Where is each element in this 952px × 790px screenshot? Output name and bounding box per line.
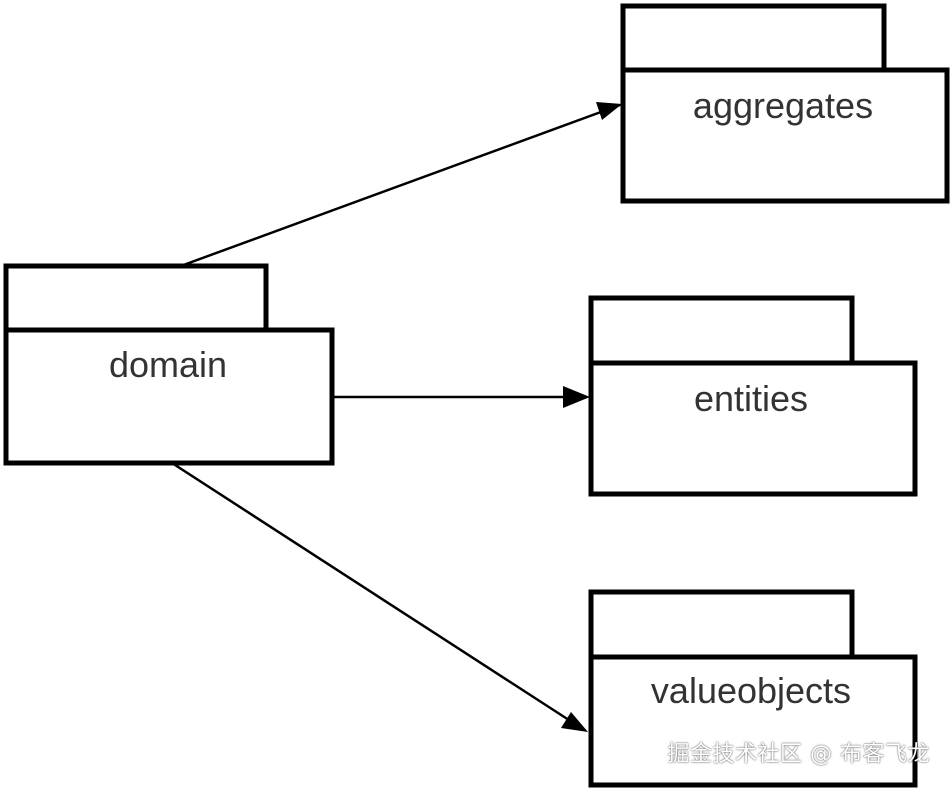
package-entities: entities [588,295,918,497]
package-body [3,327,335,466]
arrowhead-entities [563,386,590,408]
package-label-valueobjects: valueobjects [651,670,851,711]
package-tab [588,589,855,660]
package-body [620,67,950,204]
edge-domain-to-valueobjects [171,461,573,724]
package-body [588,360,918,497]
package-label-aggregates: aggregates [693,85,873,126]
edge-domain-to-aggregates [177,103,621,269]
package-domain: domain [3,263,335,466]
package-label-domain: domain [109,344,227,385]
arrowhead-valueobjects [561,712,588,732]
arrowhead-aggregates [596,102,622,120]
package-label-entities: entities [694,378,808,419]
watermark: 掘金技术社区 @ 布客飞龙 [667,742,930,767]
edges [171,102,622,732]
package-tab [620,3,887,73]
package-aggregates: aggregates [620,3,950,204]
package-body [588,654,918,788]
package-tab [3,263,269,333]
package-valueobjects: valueobjects [588,589,918,788]
package-tab [588,295,855,366]
